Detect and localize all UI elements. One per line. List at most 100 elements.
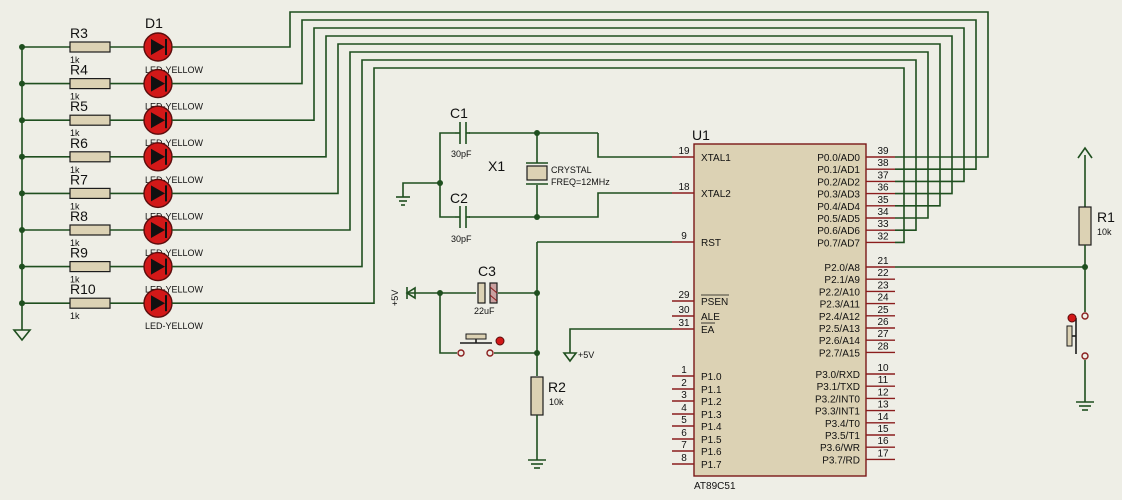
diode-value-label: LED-YELLOW bbox=[145, 321, 204, 331]
crystal-body bbox=[526, 165, 548, 181]
mcu-pin-name: P1.5 bbox=[701, 435, 722, 446]
r1-value-label: 10k bbox=[1097, 227, 1112, 237]
led-rows: R31kD1LED-YELLOWR41kLED-YELLOWR51kLED-YE… bbox=[19, 15, 204, 331]
mcu-pin-name: P3.7/RD bbox=[822, 455, 860, 466]
mcu-ref-label: U1 bbox=[692, 127, 710, 143]
led-ground-rail bbox=[12, 47, 32, 342]
reset-switch-indicator-icon[interactable] bbox=[495, 336, 505, 346]
mcu-pin-name: P2.3/A11 bbox=[820, 300, 861, 311]
mcu-pin-number: 26 bbox=[877, 317, 889, 328]
resistor-body bbox=[69, 297, 111, 309]
p0-bus-wire bbox=[190, 19, 977, 170]
mcu-pin-name: XTAL2 bbox=[701, 189, 731, 200]
r1-body bbox=[1078, 206, 1092, 246]
reset-switch-cap[interactable] bbox=[465, 333, 487, 340]
mcu-pin-number: 24 bbox=[877, 293, 889, 304]
resistor-value-label: 1k bbox=[70, 165, 80, 175]
mcu-pin-number: 34 bbox=[877, 207, 889, 218]
p2-switch-contact-b bbox=[1081, 352, 1089, 360]
p2-switch-network bbox=[895, 146, 1094, 411]
resistor-value-label: 1k bbox=[70, 311, 80, 321]
mcu-pin-number: 36 bbox=[877, 183, 889, 194]
mcu-pin-name: P3.6/WR bbox=[820, 443, 860, 454]
mcu-pin-name: P1.0 bbox=[701, 372, 722, 383]
p2-switch-cap[interactable] bbox=[1066, 325, 1073, 347]
mcu-pin-left: 4P1.3 bbox=[672, 403, 722, 421]
resistor-body bbox=[69, 114, 111, 126]
resistor-ref-label: R5 bbox=[70, 98, 88, 114]
mcu-pin-name: P1.1 bbox=[701, 385, 722, 396]
mcu-pin-number: 9 bbox=[681, 231, 687, 242]
p0-bus-wire bbox=[190, 43, 941, 207]
mcu-pin-number: 4 bbox=[681, 403, 687, 414]
mcu-pin-name: P0.7/AD7 bbox=[817, 238, 860, 249]
mcu-pin-name: PSEN bbox=[701, 297, 728, 308]
mcu-pin-name: P2.4/A12 bbox=[819, 312, 861, 323]
mcu-pin-name: ALE bbox=[701, 312, 720, 323]
mcu-pin-name: P1.3 bbox=[701, 410, 722, 421]
c2-value-label: 30pF bbox=[451, 234, 472, 244]
mcu-pin-number: 38 bbox=[877, 158, 889, 169]
mcu-pin-name: RST bbox=[701, 238, 721, 249]
mcu-pin-name: P3.4/T0 bbox=[825, 419, 860, 430]
p2-switch-indicator-icon[interactable] bbox=[1067, 313, 1077, 323]
c1-value-label: 30pF bbox=[451, 149, 472, 159]
c2-ref-label: C2 bbox=[450, 190, 468, 206]
diode-value-label: LED-YELLOW bbox=[145, 211, 204, 221]
diode-value-label: LED-YELLOW bbox=[145, 285, 204, 295]
mcu-pin-number: 18 bbox=[678, 182, 690, 193]
mcu-pin-name: P2.2/A10 bbox=[819, 287, 861, 298]
resistor-value-label: 1k bbox=[70, 275, 80, 285]
mcu-pin-number: 14 bbox=[877, 412, 889, 423]
mcu-pin-name: P0.2/AD2 bbox=[817, 177, 860, 188]
resistor-ref-label: R6 bbox=[70, 135, 88, 151]
p0-bus-wire bbox=[190, 51, 929, 231]
mcu-pin-left: 7P1.6 bbox=[672, 440, 722, 458]
mcu-pin-number: 23 bbox=[877, 280, 889, 291]
mcu-pin-number: 11 bbox=[878, 375, 889, 386]
mcu-pins: 19XTAL118XTAL29RST29PSEN30ALE31EA1P1.02P… bbox=[672, 146, 895, 471]
mcu-pin-number: 27 bbox=[877, 329, 889, 340]
r1-ref-label: R1 bbox=[1097, 209, 1115, 225]
mcu-pin-name: P3.5/T1 bbox=[825, 431, 860, 442]
resistor-value-label: 1k bbox=[70, 92, 80, 102]
reset-network bbox=[405, 241, 672, 469]
mcu-pin-number: 17 bbox=[877, 448, 889, 459]
resistor-body bbox=[69, 77, 111, 90]
led-icon bbox=[143, 288, 173, 318]
mcu-pin-number: 13 bbox=[877, 400, 889, 411]
p0-bus-wire bbox=[190, 67, 905, 305]
mcu-pin-number: 29 bbox=[678, 290, 690, 301]
mcu-pin-name: P0.0/AD0 bbox=[817, 153, 860, 164]
mcu-pin-name: P2.1/A9 bbox=[824, 275, 860, 286]
resistor-ref-label: R9 bbox=[70, 245, 88, 261]
mcu-pin-number: 1 bbox=[681, 365, 687, 376]
led-icon bbox=[143, 251, 173, 282]
x1-type-label: CRYSTAL bbox=[551, 165, 592, 175]
mcu-pin-number: 21 bbox=[877, 256, 889, 267]
resistor-value-label: 1k bbox=[70, 238, 80, 248]
c1-ref-label: C1 bbox=[450, 105, 468, 121]
